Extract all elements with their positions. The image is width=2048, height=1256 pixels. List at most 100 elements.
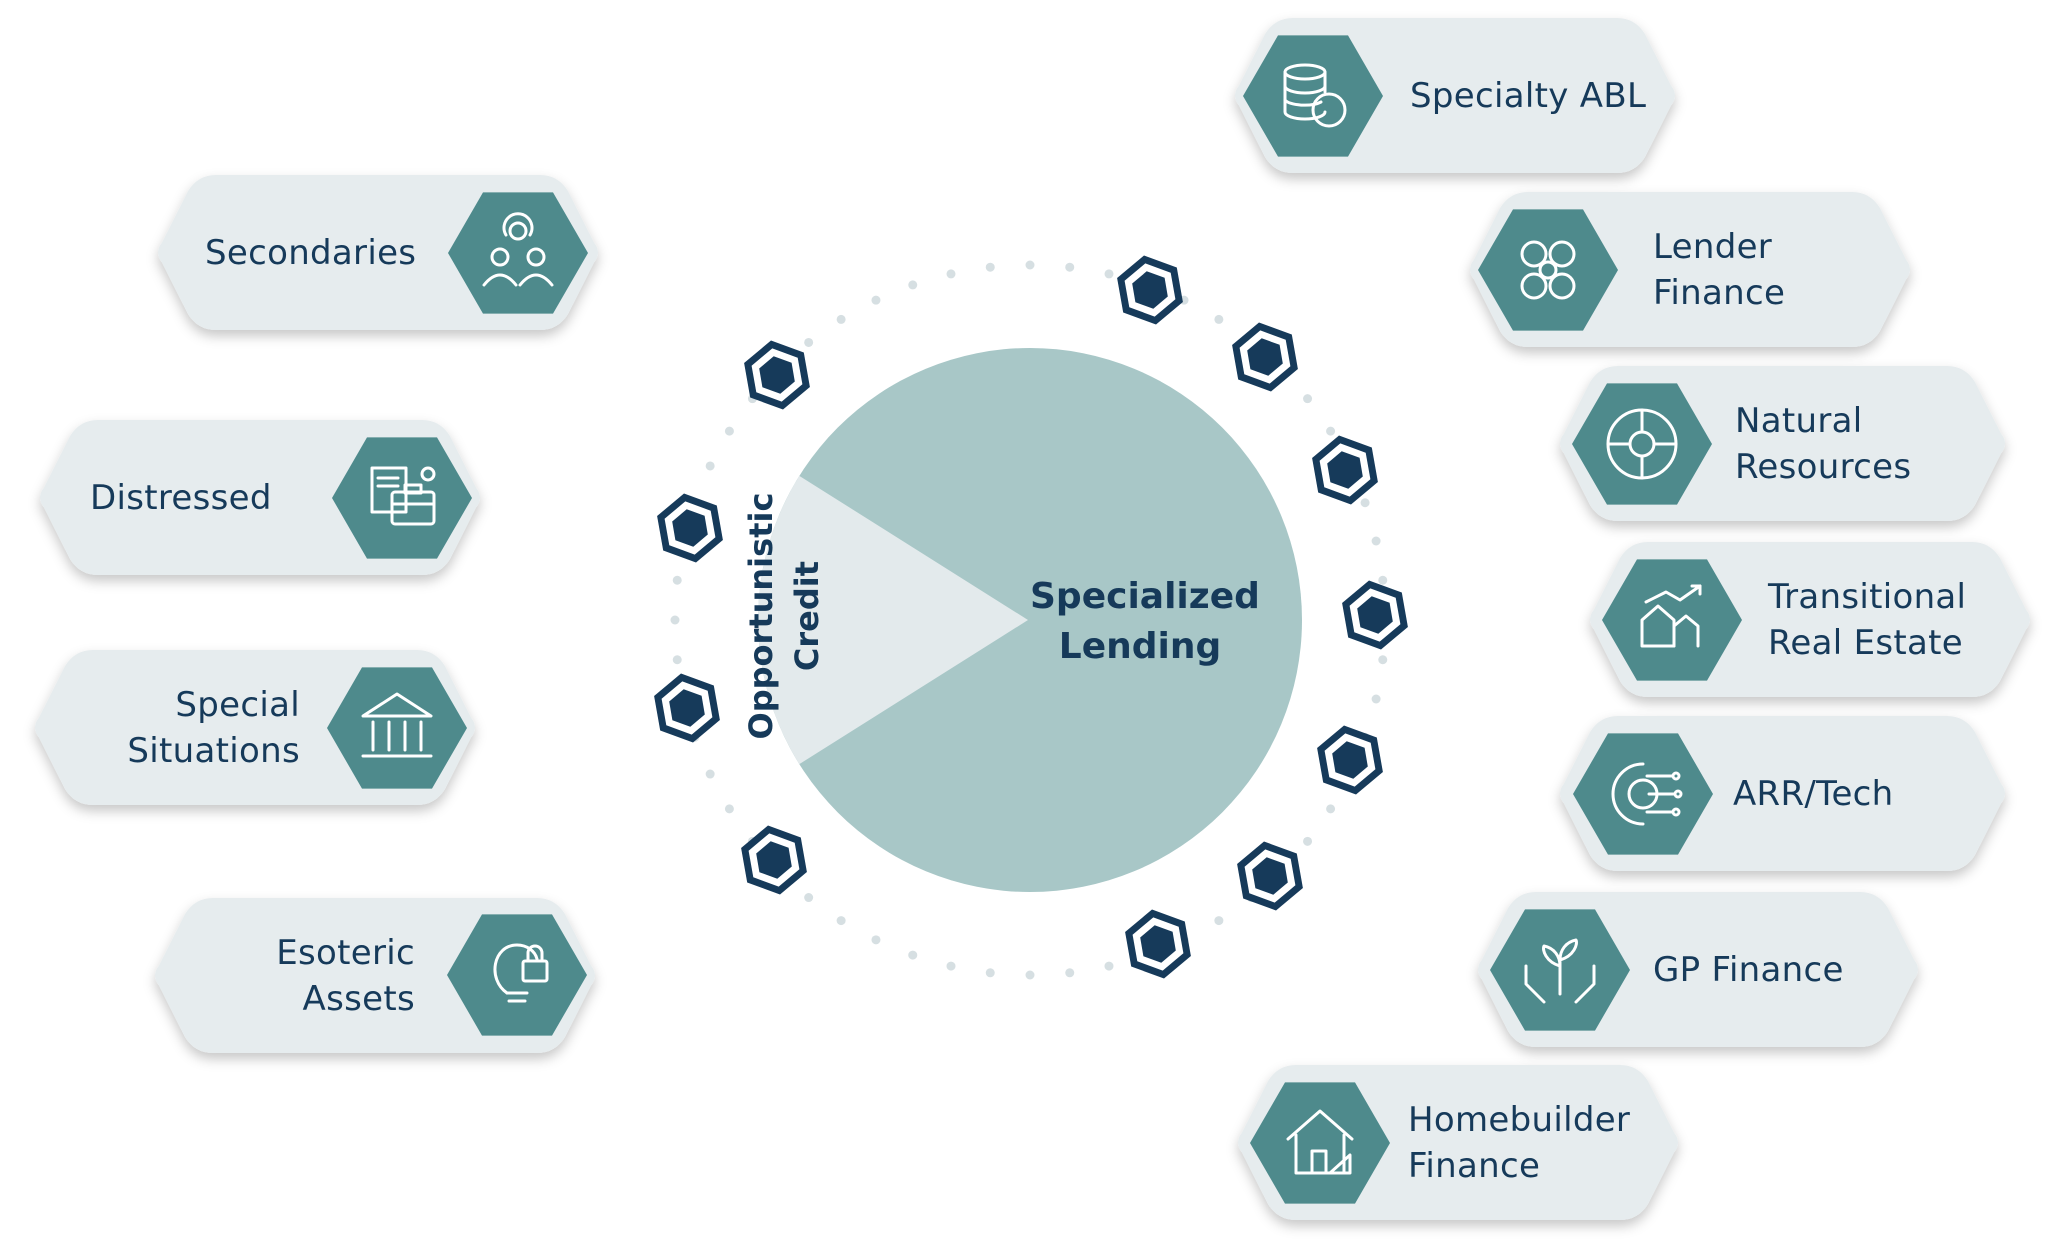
hexagon-node [657, 493, 723, 563]
ring-dot [871, 935, 881, 945]
hexagon-node [741, 825, 807, 895]
label-gp-finance: GP Finance [1653, 892, 1903, 1047]
label-line: Transitional [1768, 576, 1967, 617]
hexagon-node [744, 340, 810, 410]
ring-dot [836, 314, 846, 324]
label-arr-tech: ARR/Tech [1733, 716, 1993, 871]
label-secondaries: Secondaries [205, 175, 475, 330]
ring-dot [1326, 426, 1336, 436]
ring-dot [804, 337, 814, 347]
ring-dot [1025, 970, 1035, 980]
ring-dot [946, 269, 956, 279]
ring-dot [1214, 314, 1224, 324]
label-line: Homebuilder [1408, 1099, 1631, 1140]
label-line: Lender [1653, 226, 1773, 267]
ring-dot [985, 262, 995, 272]
pill-secondaries [158, 175, 598, 330]
people-exchange-icon [448, 192, 588, 314]
house-growth-icon [1602, 559, 1742, 681]
ring-dot [836, 916, 846, 926]
ring-dot [908, 950, 918, 960]
hands-plant-icon [1490, 909, 1630, 1031]
hexagon-node [1232, 322, 1298, 392]
gear-circuit-icon [1573, 733, 1713, 855]
label-line: Distressed [90, 477, 272, 518]
label-line: Esoteric [276, 932, 415, 973]
ring-dot [1303, 394, 1313, 404]
pill-distressed [40, 420, 480, 575]
ring-dot [724, 804, 734, 814]
hexagon-node [1117, 255, 1183, 325]
hexagon-node [1125, 909, 1191, 979]
opportunistic-credit-slice [758, 475, 1028, 765]
hexagon-node [1342, 580, 1408, 650]
lightbulb-lock-icon [447, 914, 587, 1036]
ring-dot [1065, 968, 1075, 978]
ring-dot [705, 769, 715, 779]
ring-dot [1025, 260, 1035, 270]
pill-lender-finance [1470, 192, 1910, 347]
ring-dot [804, 893, 814, 903]
ring-dot [908, 280, 918, 290]
right-center-line-2: Lending [1058, 626, 1222, 667]
briefcase-document-icon [332, 437, 472, 559]
specialized-lending-label: Specialized Lending [1030, 572, 1260, 672]
label-line: Specialty ABL [1410, 75, 1647, 116]
label-line: Situations [127, 730, 300, 771]
hexagon-nodes [654, 255, 1408, 979]
label-line: Special [175, 684, 300, 725]
hexagon-node [1237, 841, 1303, 911]
ring-dot [670, 615, 680, 625]
center-pie-chart [758, 348, 1302, 892]
pill-gp-finance [1478, 892, 1918, 1047]
pill-specialty-abl [1235, 18, 1675, 173]
left-center-line-2: Credit [788, 560, 826, 672]
right-center-line-1: Specialized [1030, 576, 1260, 617]
ring-dot [1303, 836, 1313, 846]
label-line: Resources [1735, 446, 1912, 487]
label-line: Finance [1408, 1145, 1541, 1186]
ring-dot [1326, 804, 1336, 814]
pill-natural-resources [1560, 366, 2005, 521]
ring-dot [1104, 961, 1114, 971]
label-line: Secondaries [205, 232, 417, 273]
label-line: Assets [302, 978, 415, 1019]
resources-wheel-icon [1572, 383, 1712, 505]
ring-dot [1214, 916, 1224, 926]
ring-dot [1371, 536, 1381, 546]
ring-dot [1378, 575, 1388, 585]
label-line: Natural [1735, 400, 1863, 441]
label-line: Finance [1653, 272, 1786, 313]
ring-dot [946, 961, 956, 971]
hexagon-node [1312, 435, 1378, 505]
bank-building-icon [327, 667, 467, 789]
label-specialty-abl: Specialty ABL [1410, 18, 1670, 173]
ring-dot [1360, 498, 1370, 508]
ring-dot [672, 655, 682, 665]
specialized-lending-slice [758, 348, 1302, 892]
pill-arr-tech [1560, 716, 2005, 871]
pill-esoteric-assets [155, 898, 595, 1053]
label-distressed: Distressed [90, 420, 285, 575]
left-center-line-1: Opportunistic [742, 492, 780, 740]
ring-dot [871, 295, 881, 305]
pill-transitional-real-estate [1590, 542, 2030, 697]
ring-dot [1104, 269, 1114, 279]
ring-dot [985, 968, 995, 978]
hexagon-node [1317, 725, 1383, 795]
label-line: GP Finance [1653, 949, 1844, 990]
ring-dot [1371, 694, 1381, 704]
label-line: Real Estate [1768, 622, 1964, 663]
ring-dot [672, 575, 682, 585]
label-line: ARR/Tech [1733, 773, 1894, 814]
house-ruler-icon [1250, 1082, 1390, 1204]
money-exchange-people-icon [1478, 209, 1618, 331]
